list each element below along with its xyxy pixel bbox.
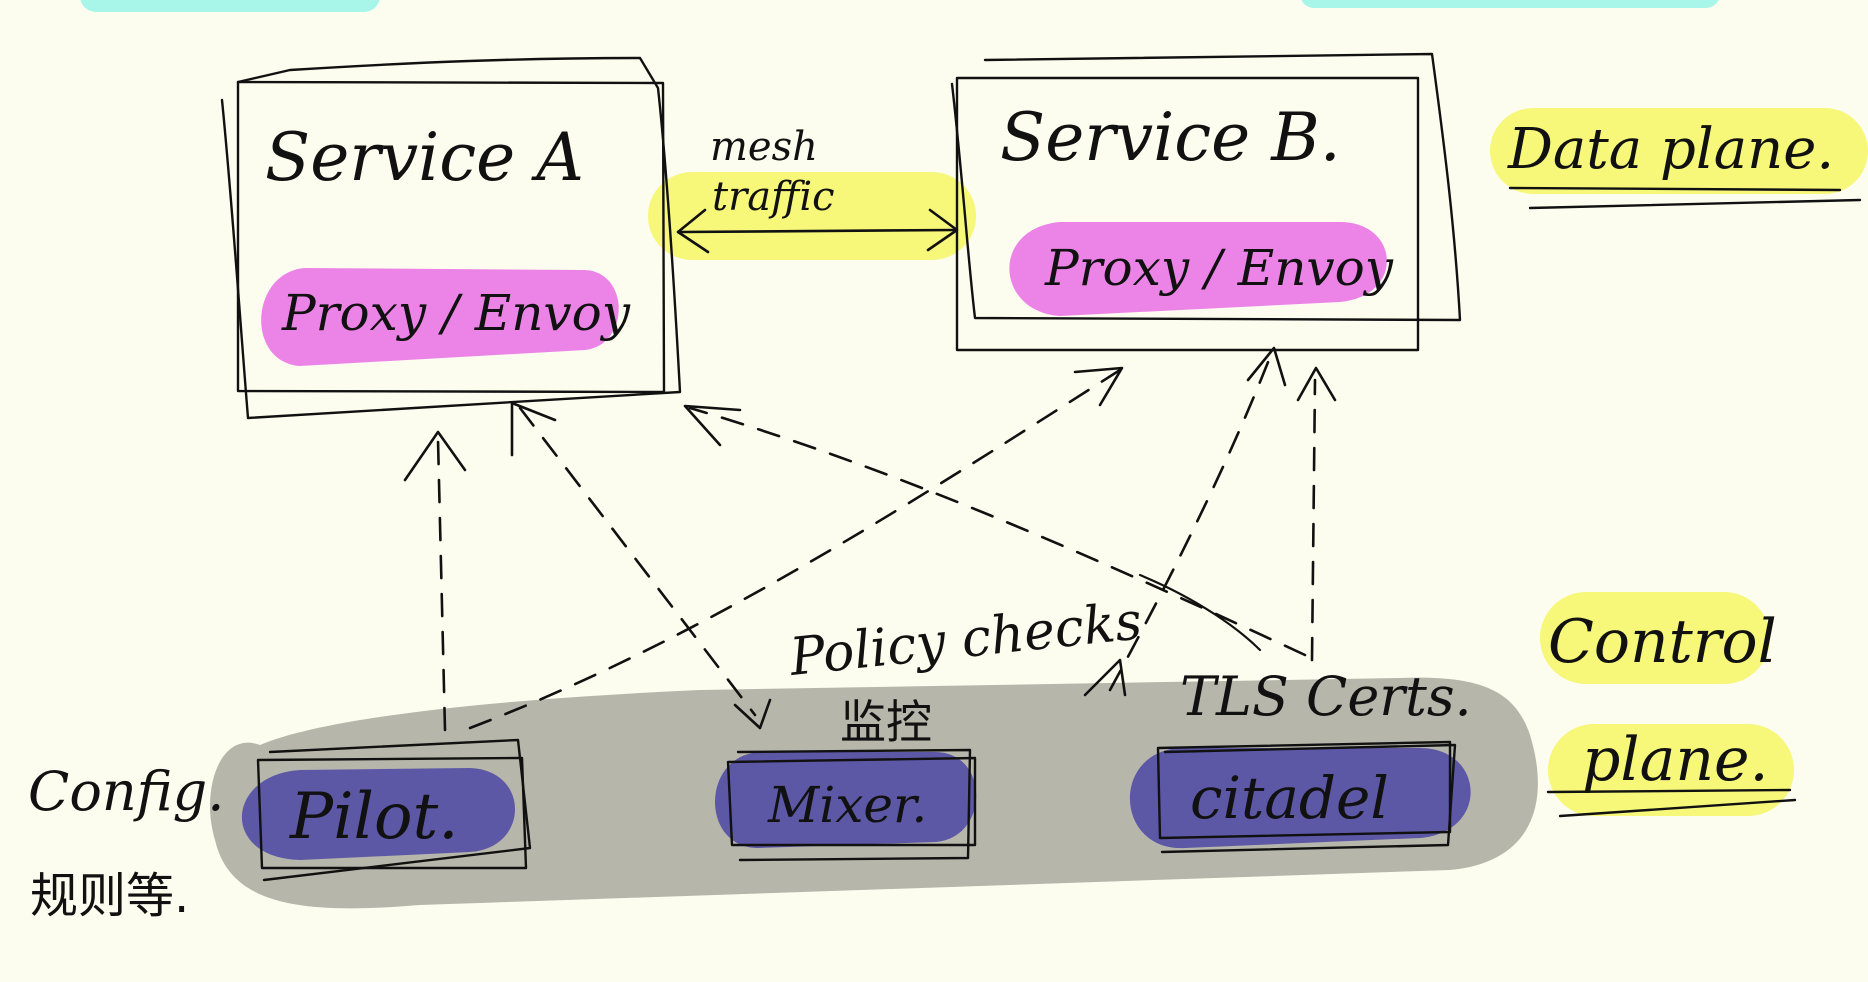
config-label-line1: Config. — [28, 760, 224, 823]
mixer-label: Mixer. — [767, 776, 927, 834]
top-cyan-highlights — [80, 0, 1719, 12]
plane-label-highlight — [1548, 724, 1794, 816]
data-plane-highlight — [1490, 108, 1868, 194]
service-a-proxy-label: Proxy / Envoy — [281, 284, 631, 342]
pilot-label: Pilot. — [289, 780, 459, 854]
policy-checks-label: Policy checks — [786, 591, 1145, 688]
mesh-traffic-highlight — [648, 172, 976, 260]
pilot-component: Pilot. — [241, 738, 532, 882]
service-a-title: Service A — [265, 119, 584, 196]
control-plane-label-line2: plane. — [1582, 725, 1769, 795]
control-label-highlight — [1540, 592, 1770, 684]
citadel-component: citadel — [1129, 740, 1471, 854]
service-a-box: Service A Proxy / Envoy — [220, 56, 682, 420]
control-plane-underline — [1546, 788, 1797, 818]
mesh-traffic-label-line1: mesh — [710, 124, 818, 170]
service-a-proxy-pill — [261, 268, 619, 366]
service-b-title: Service B. — [1000, 99, 1341, 176]
mixer-component: Mixer. — [715, 748, 977, 862]
service-b-box: Service B. Proxy / Envoy — [950, 52, 1462, 352]
citadel-label: citadel — [1190, 764, 1389, 832]
service-b-proxy-pill — [1009, 222, 1387, 316]
mesh-traffic-label-line2: traffic — [712, 174, 835, 220]
config-label-line2: 规则等. — [30, 868, 189, 924]
dashed-connections — [403, 346, 1337, 732]
data-plane-label: Data plane. — [1507, 117, 1834, 182]
mixer-monitoring-note: 监控 — [840, 695, 932, 749]
tls-certs-label: TLS Certs. — [1180, 665, 1472, 728]
mesh-traffic-arrow — [676, 208, 959, 254]
control-plane-label-line1: Control — [1548, 607, 1777, 677]
service-b-proxy-label: Proxy / Envoy — [1044, 239, 1394, 297]
data-plane-underline — [1508, 186, 1862, 210]
